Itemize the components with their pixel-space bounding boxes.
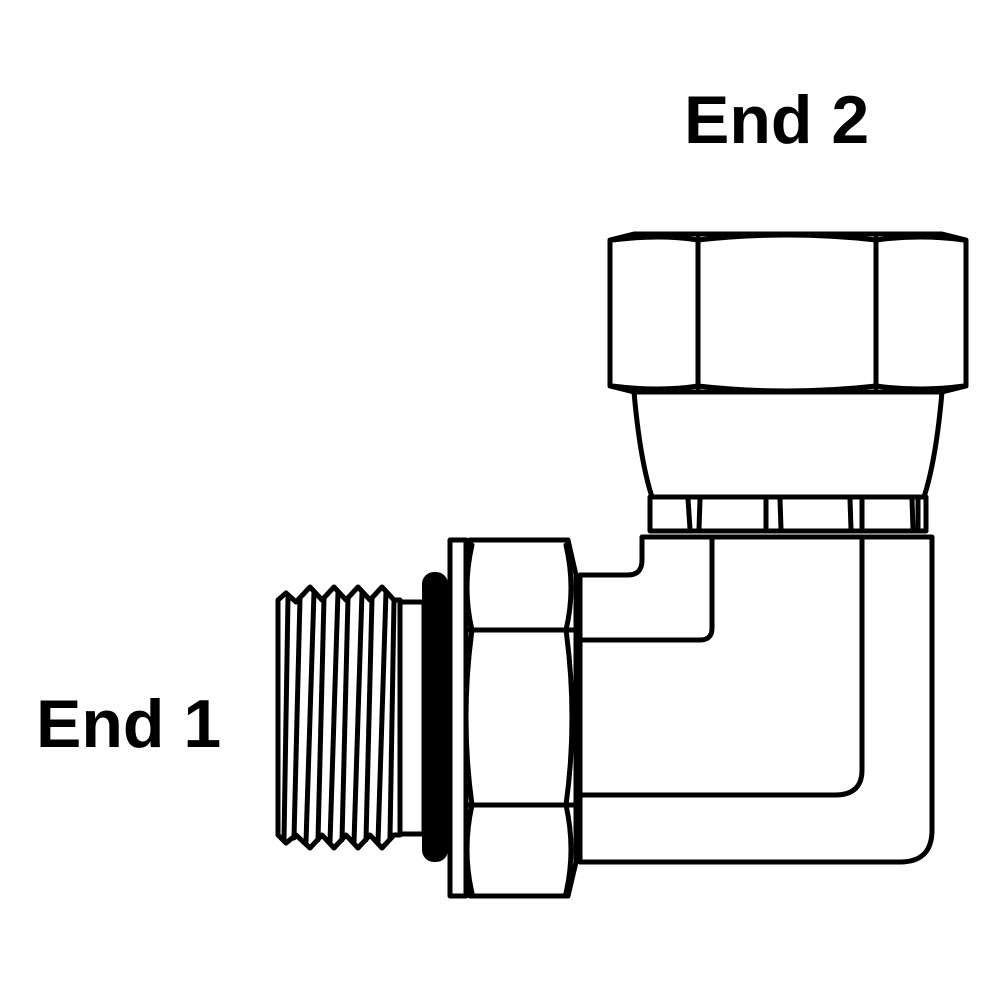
end2-thread-band xyxy=(647,494,929,534)
end2-hex-nut xyxy=(607,231,969,395)
end1-hex-nut xyxy=(463,537,579,899)
end2-taper xyxy=(631,389,945,500)
end1-label: End 1 xyxy=(36,686,222,762)
end1-threads xyxy=(275,584,427,851)
end2-label: End 2 xyxy=(684,82,870,158)
elbow-body xyxy=(577,534,935,865)
o-ring xyxy=(422,572,448,862)
